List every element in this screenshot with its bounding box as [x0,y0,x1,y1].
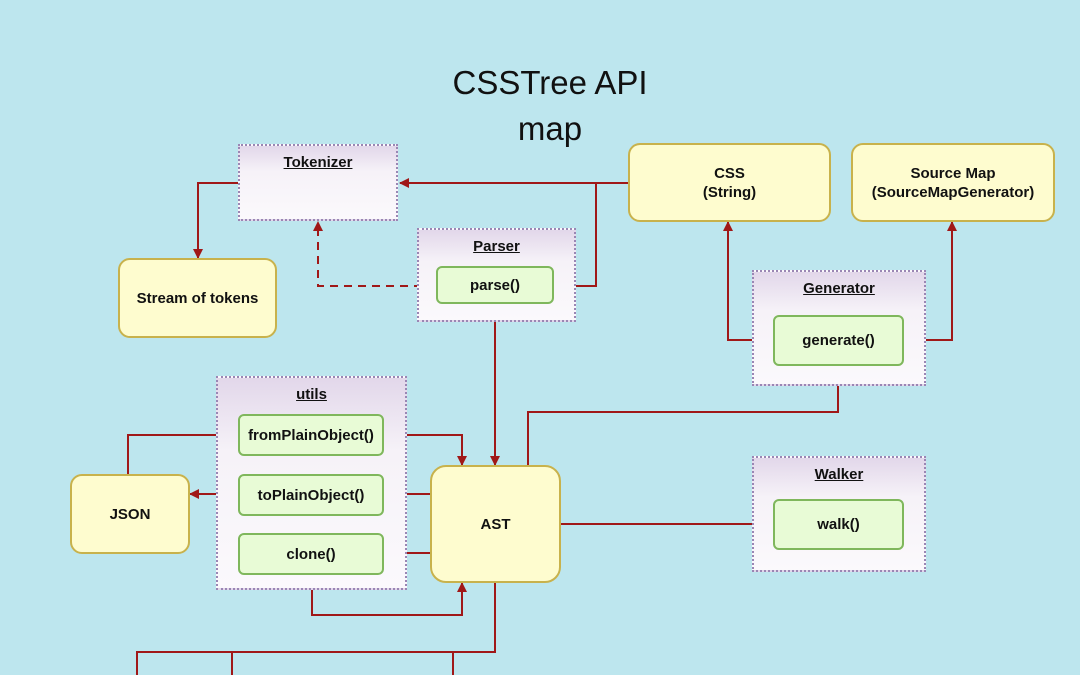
arrow-fromplainobject-to-ast [384,434,467,466]
walker-title: Walker [814,466,864,483]
parser-title: Parser [473,238,520,255]
clone-function: clone() [238,533,384,575]
generate-function: generate() [773,315,904,366]
stream-of-tokens-node: Stream of tokens [118,258,277,338]
arrow-parse-to-tokenizer [313,221,436,287]
arrow-tokenizer-to-stream [193,182,238,259]
source-map-node: Source Map (SourceMapGenerator) [851,143,1055,222]
generator-title: Generator [803,280,875,297]
source-map-sublabel: (SourceMapGenerator) [871,183,1035,201]
css-node-label: CSS [714,164,745,182]
arrow-json-to-fromplainobject [127,430,239,474]
tokenizer-title: Tokenizer [283,154,353,171]
arrow-clone-to-ast [311,575,467,616]
toplainobject-function: toPlainObject() [238,474,384,516]
ast-node: AST [430,465,561,583]
arrow-ast-to-generate [527,365,843,465]
json-node: JSON [70,474,190,554]
parse-function: parse() [436,266,554,304]
diagram-title-line2: map [517,110,583,147]
utils-title: utils [296,386,327,403]
css-string-node: CSS (String) [628,143,831,222]
source-map-label: Source Map [910,164,996,182]
tokenizer-group: Tokenizer [238,144,398,221]
css-node-sublabel: (String) [702,183,757,201]
walk-function: walk() [773,499,904,550]
connector-ast-bottom [136,583,496,675]
diagram-title-line1: CSSTree API [452,64,648,101]
fromplainobject-function: fromPlainObject() [238,414,384,456]
